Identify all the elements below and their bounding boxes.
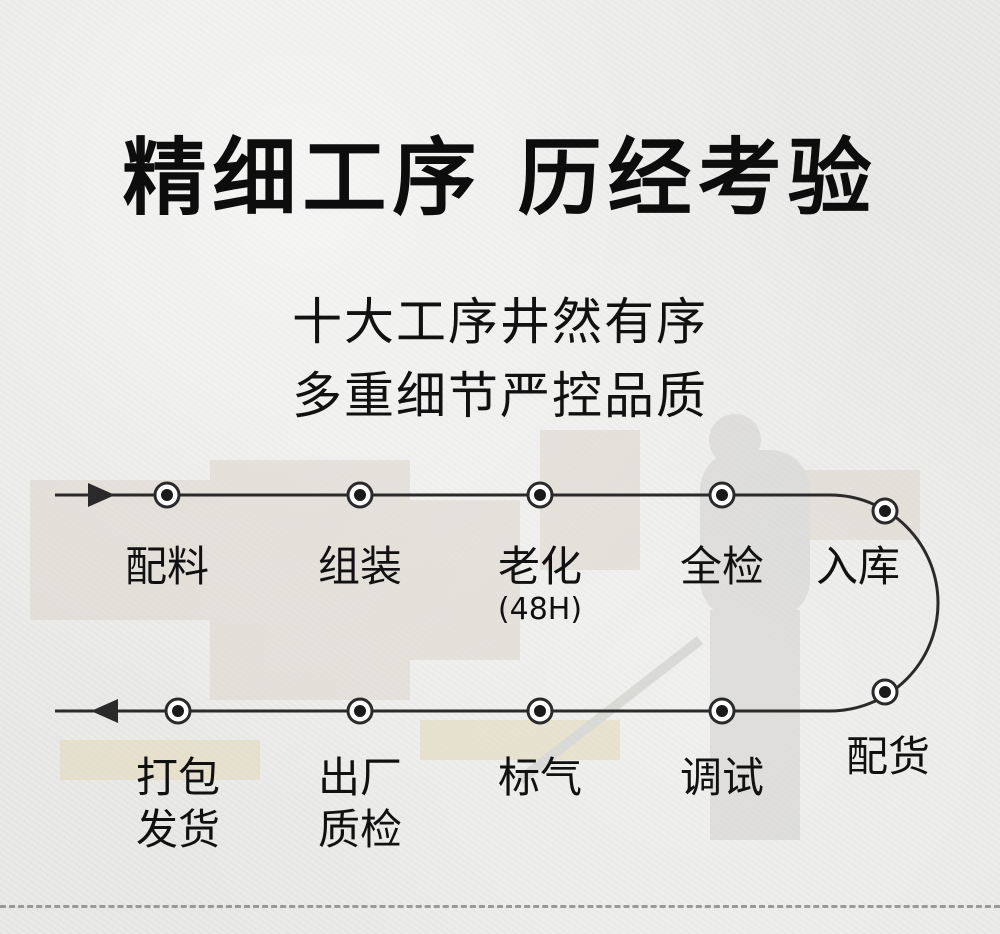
step-label-tiaoshi: 调试	[679, 753, 764, 802]
step-label-laohua: 老化 (48H)	[480, 541, 600, 627]
step-label-ruku: 入库	[815, 542, 900, 591]
flow-node-chuchang	[346, 697, 374, 725]
step-label-dabao: 打包 发货	[135, 753, 220, 854]
page-title: 精细工序 历经考验	[122, 129, 878, 227]
step-label-biaoqi: 标气	[497, 753, 582, 802]
flow-node-quanjian	[708, 481, 736, 509]
flow-node-peiliao	[153, 481, 181, 509]
warehouse-background-image	[30, 414, 920, 840]
step-label-chuchang: 出厂 质检	[317, 753, 402, 854]
bottom-dashed-divider	[0, 905, 1000, 908]
flow-node-dabao	[164, 697, 192, 725]
step-label-peiliao: 配料	[124, 542, 209, 591]
flow-node-laohua	[526, 481, 554, 509]
flow-node-zuzhuang	[346, 481, 374, 509]
step-label-zuzhuang: 组装	[317, 542, 402, 591]
subtitle-line-2: 多重细节严控品质	[292, 367, 708, 425]
flow-node-peihuo	[871, 678, 899, 706]
subtitle-line-1: 十大工序井然有序	[292, 293, 708, 351]
flow-arrow-out	[91, 699, 118, 723]
flow-node-tiaoshi	[708, 697, 736, 725]
step-sublabel-laohua: (48H)	[497, 592, 583, 627]
flow-node-ruku	[871, 497, 899, 525]
flow-node-biaoqi	[526, 697, 554, 725]
step-label-peihuo: 配货	[845, 732, 930, 781]
flow-arrow-in	[88, 483, 115, 507]
step-label-quanjian: 全检	[679, 542, 764, 591]
